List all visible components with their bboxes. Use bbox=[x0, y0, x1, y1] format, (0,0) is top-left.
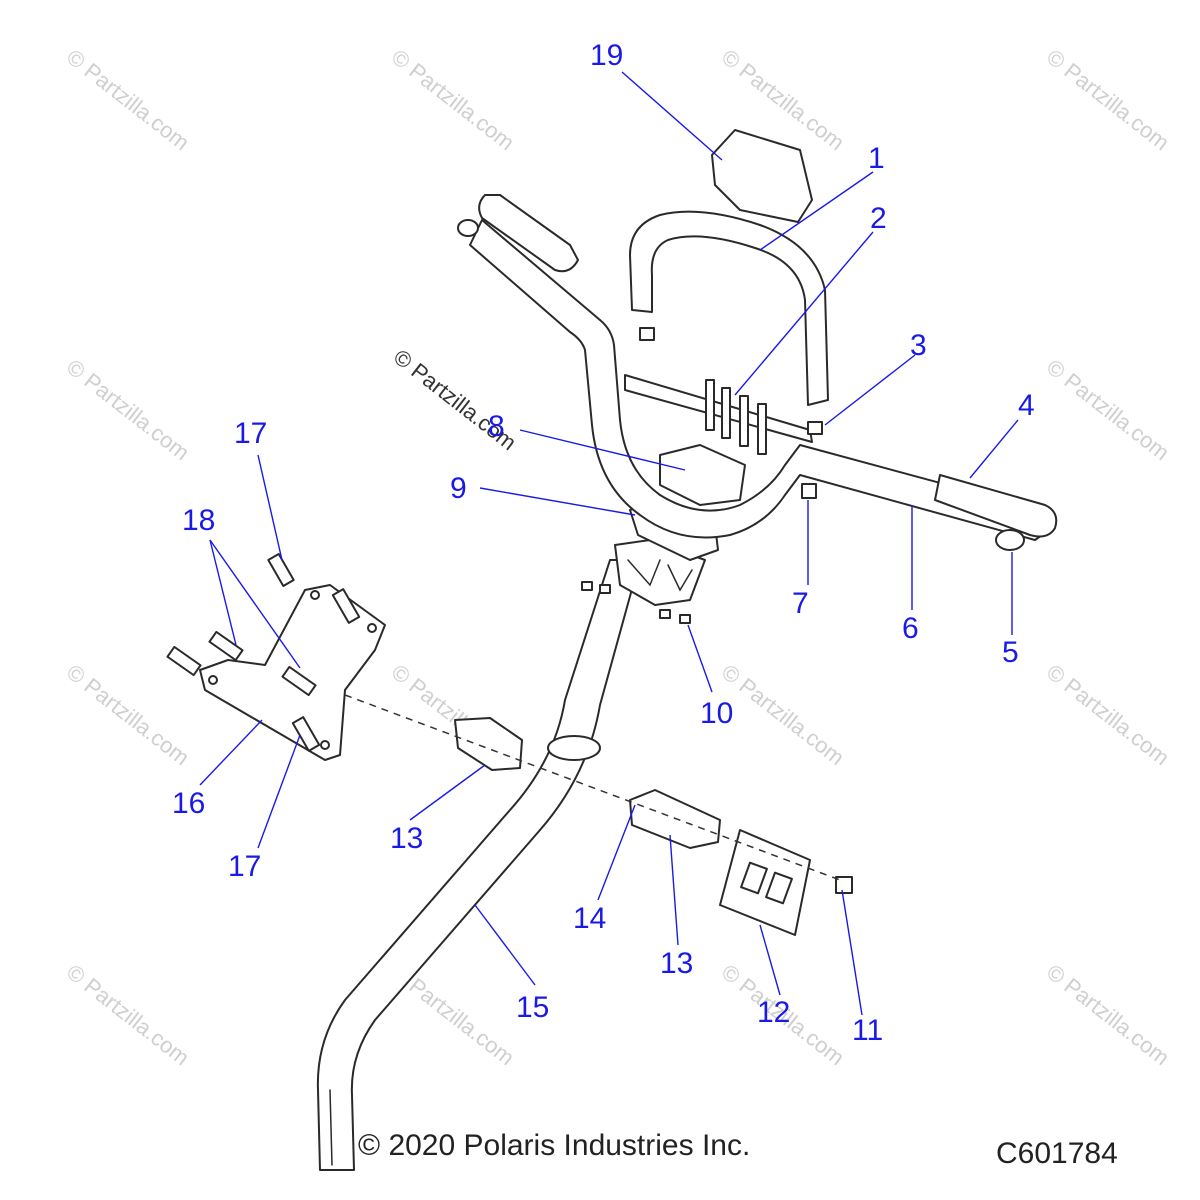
callout-17: 17 bbox=[228, 850, 261, 883]
alignment-line bbox=[344, 694, 841, 881]
nut-part bbox=[639, 327, 655, 341]
watermark: © Partzilla.com bbox=[1042, 44, 1174, 155]
bracket-bolts-part bbox=[166, 553, 361, 752]
watermark: © Partzilla.com bbox=[717, 659, 849, 770]
grip-left-part bbox=[478, 194, 579, 273]
callout-17: 17 bbox=[234, 417, 267, 450]
callout-18: 18 bbox=[182, 504, 215, 537]
callout-3: 3 bbox=[910, 329, 927, 362]
callout-labels: 19 1 2 3 4 5 6 7 8 9 10 11 12 13 13 14 1… bbox=[172, 39, 1035, 1047]
callout-1: 1 bbox=[868, 142, 885, 175]
watermark: © Partzilla.com bbox=[62, 44, 194, 155]
watermark: © Partzilla.com bbox=[62, 659, 194, 770]
callout-12: 12 bbox=[757, 996, 790, 1029]
callout-10: 10 bbox=[700, 697, 733, 730]
watermark: © Partzilla.com bbox=[1042, 659, 1174, 770]
bolts-part bbox=[705, 379, 767, 455]
callout-6: 6 bbox=[902, 612, 919, 645]
callout-8: 8 bbox=[488, 410, 505, 443]
crossbar-pad-part bbox=[711, 129, 813, 223]
watermark: © Partzilla.com bbox=[1042, 959, 1174, 1070]
callout-4: 4 bbox=[1018, 389, 1035, 422]
callout-16: 16 bbox=[172, 787, 205, 820]
callout-14: 14 bbox=[573, 902, 606, 935]
nut-part bbox=[835, 876, 853, 894]
callout-2: 2 bbox=[870, 202, 887, 235]
callout-7: 7 bbox=[792, 587, 809, 620]
clamp-cap-part bbox=[659, 444, 746, 506]
callout-19: 19 bbox=[590, 39, 623, 72]
leader-lines bbox=[199, 71, 1019, 1016]
crossbar-hoop-part bbox=[629, 210, 829, 406]
watermark: © Partzilla.com bbox=[62, 959, 194, 1070]
watermark: © Partzilla.com bbox=[1042, 354, 1174, 465]
watermark: © Partzilla.com bbox=[62, 354, 194, 465]
grip-right-part bbox=[934, 474, 1058, 538]
mount-plate-part bbox=[719, 829, 811, 936]
callout-11: 11 bbox=[852, 1014, 883, 1047]
callout-5: 5 bbox=[1002, 636, 1019, 669]
callout-13: 13 bbox=[390, 822, 423, 855]
mount-clamp-upper-part bbox=[454, 717, 523, 771]
callout-15: 15 bbox=[516, 991, 549, 1024]
copyright-text: © 2020 Polaris Industries Inc. bbox=[358, 1129, 750, 1162]
bar-end-part bbox=[995, 529, 1025, 551]
nut-part bbox=[807, 421, 823, 435]
watermark: © Partzilla.com bbox=[387, 44, 519, 155]
callout-9: 9 bbox=[450, 472, 467, 505]
callout-13: 13 bbox=[660, 947, 693, 980]
nut-part bbox=[801, 483, 817, 499]
bar-end-left-part bbox=[457, 219, 479, 237]
part-code-text: C601784 bbox=[996, 1137, 1118, 1170]
